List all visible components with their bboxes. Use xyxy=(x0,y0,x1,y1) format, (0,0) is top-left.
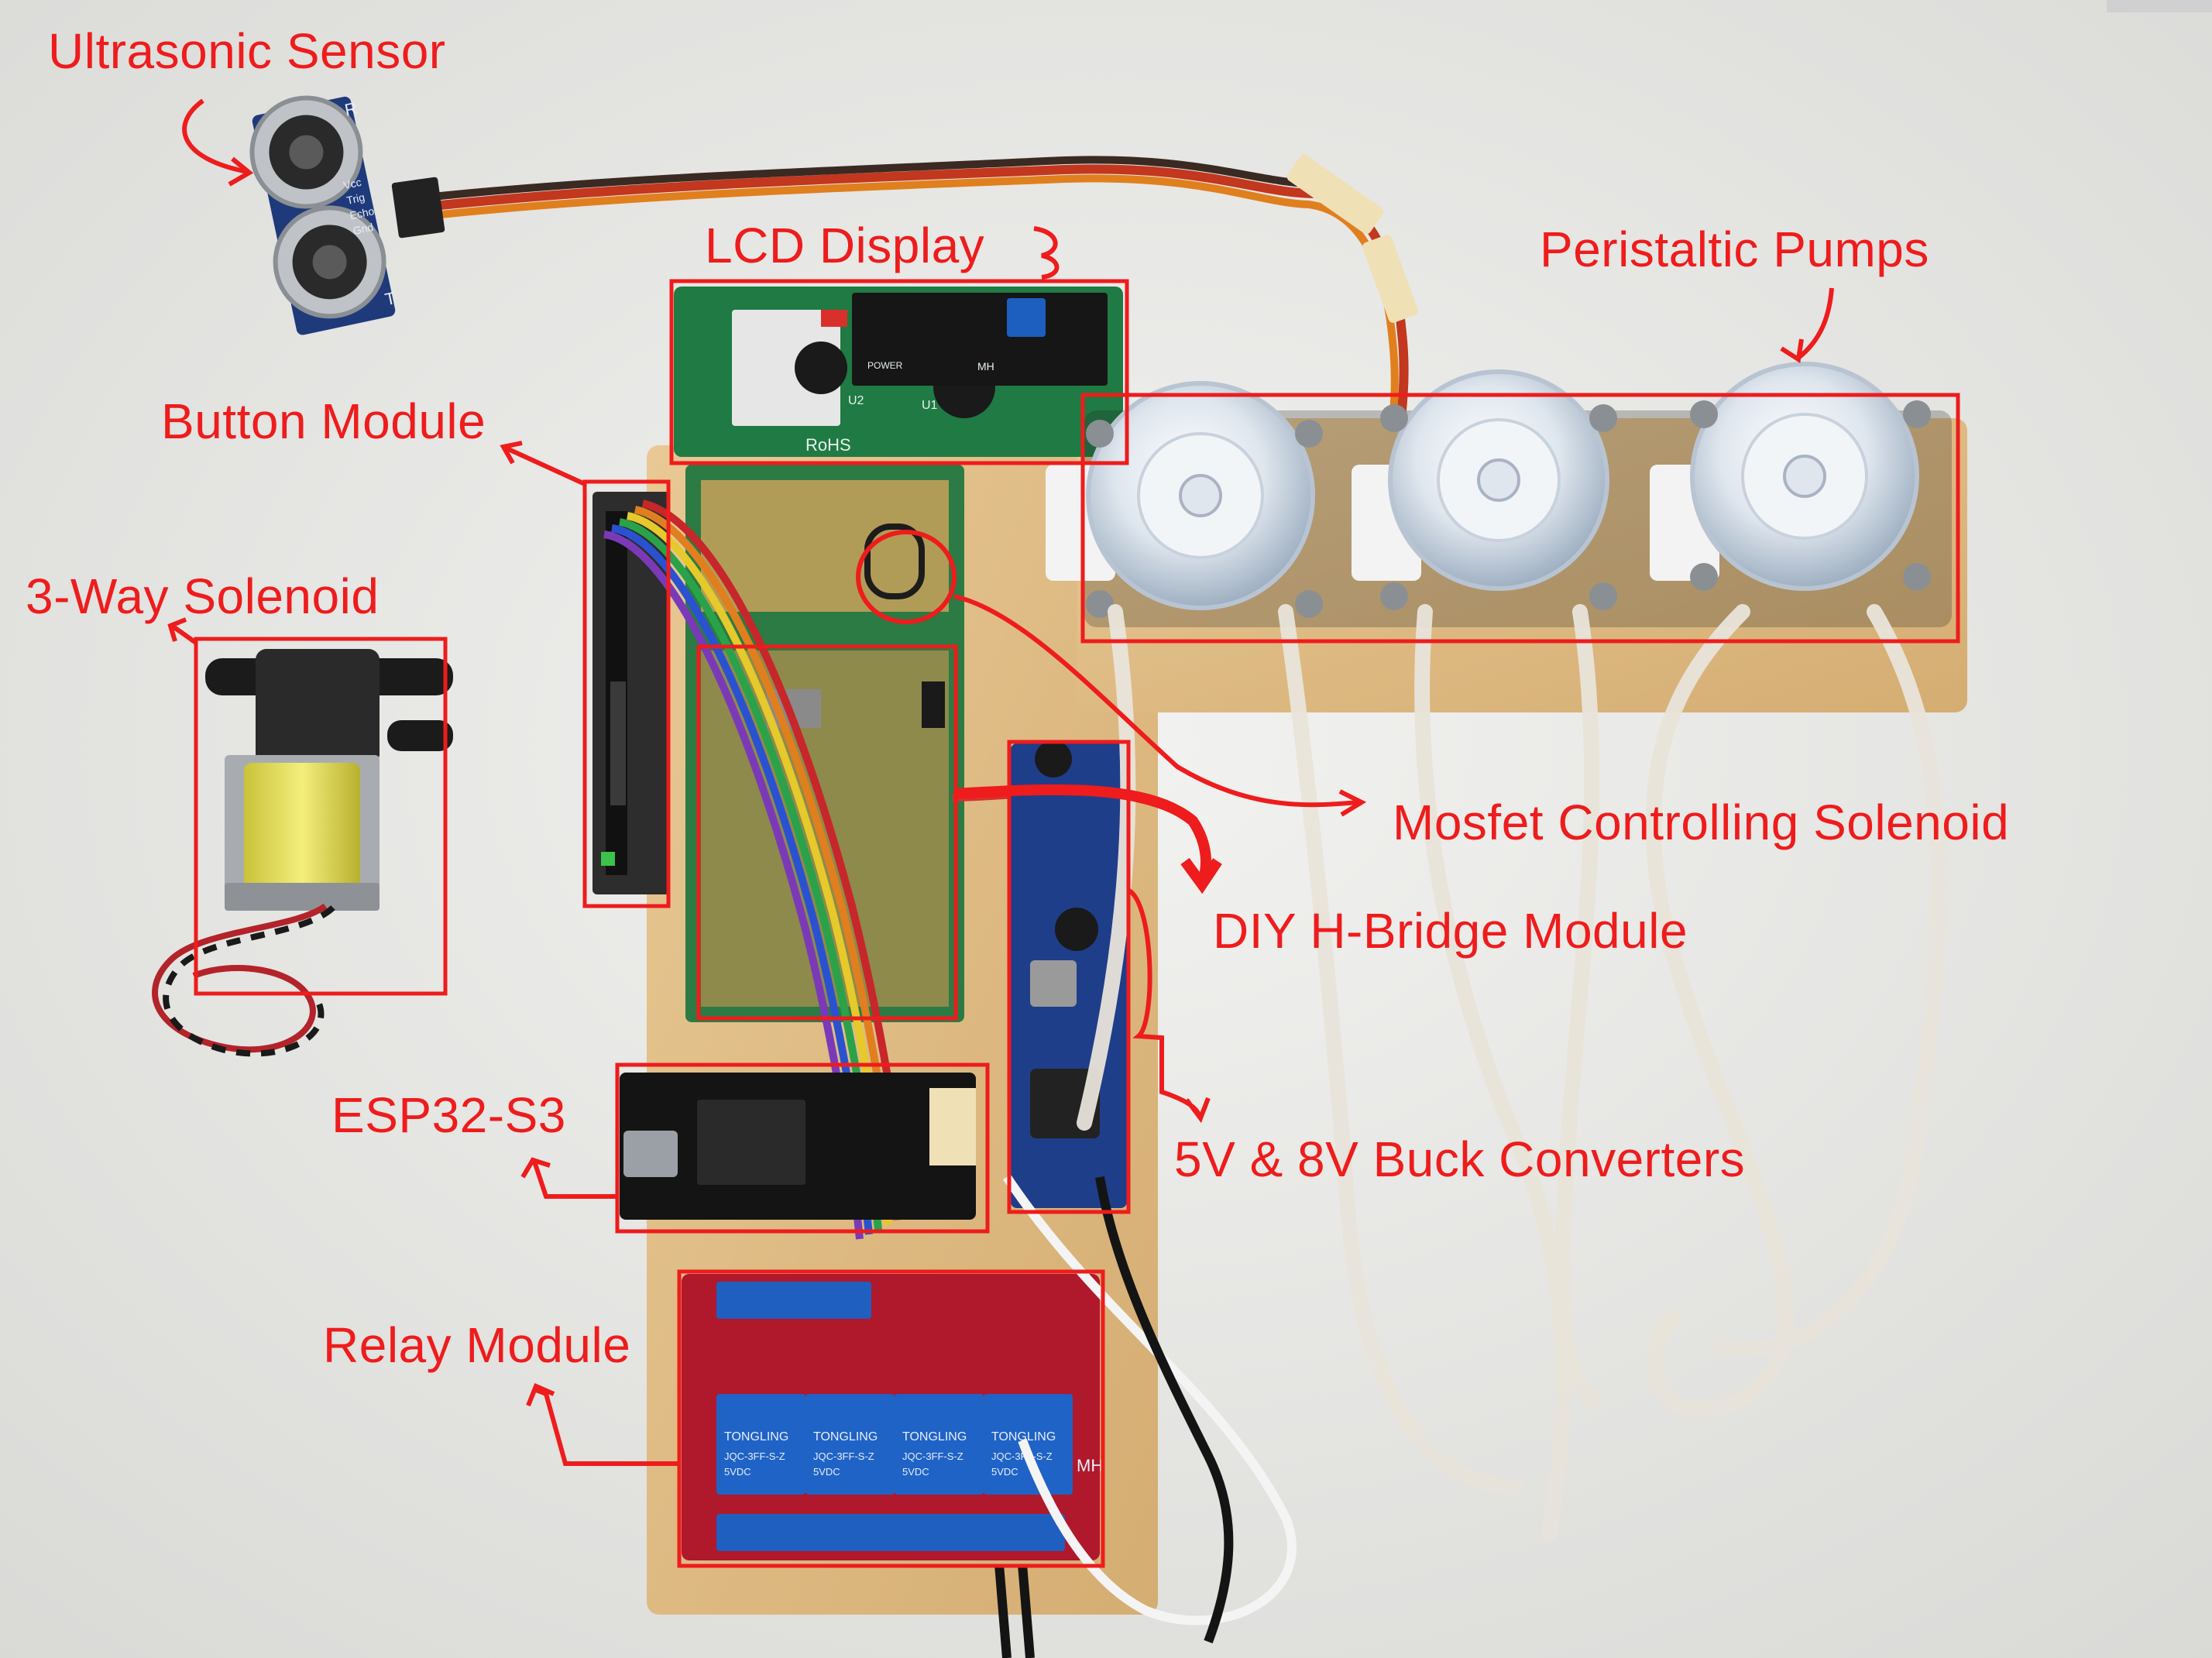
solenoid-highlight-box xyxy=(194,637,448,996)
pumps-arrow xyxy=(1780,287,1834,363)
relay-arrow xyxy=(526,1383,679,1466)
relay-brand-1: TONGLING xyxy=(724,1430,788,1443)
relay-voltage-2: 5VDC xyxy=(813,1466,840,1478)
lcd-u1-mark: U1 xyxy=(922,399,938,412)
label-button-module: Button Module xyxy=(161,393,486,449)
esp32-highlight-box xyxy=(615,1062,990,1234)
i2c-power-mark: POWER xyxy=(867,360,903,371)
pump-1 xyxy=(1046,381,1323,618)
mosfet-arrow xyxy=(953,594,1367,817)
relay-module-board: TONGLING JQC-3FF-S-Z 5VDC TONGLING JQC-3… xyxy=(682,1274,1103,1560)
pump-3 xyxy=(1650,362,1931,591)
hbridge-arrow xyxy=(953,784,1222,894)
lcd-highlight-box xyxy=(669,279,1129,465)
relay-highlight-box xyxy=(677,1269,1105,1568)
pump-2 xyxy=(1352,369,1617,610)
relay-model-1: JQC-3FF-S-Z xyxy=(724,1450,785,1462)
label-esp32-s3: ESP32-S3 xyxy=(331,1087,566,1143)
label-peristaltic-pumps: Peristaltic Pumps xyxy=(1540,221,1929,277)
lcd-rohs-mark: RoHS xyxy=(805,435,851,455)
sensor-trig-mark: Trig xyxy=(345,191,366,207)
pumps-highlight-box xyxy=(1080,393,1960,644)
pump-assembly xyxy=(1046,362,1952,627)
button-highlight-box xyxy=(582,479,671,908)
mosfet-highlight-circle xyxy=(856,530,957,624)
esp32-arrow xyxy=(520,1157,616,1199)
button-module-board xyxy=(592,492,670,894)
ultrasonic-sensor: R T Vcc Trig Echo Gnd xyxy=(249,95,1418,536)
label-buck-converters: 5V & 8V Buck Converters xyxy=(1174,1131,1746,1187)
relay-model-3: JQC-3FF-S-Z xyxy=(902,1450,963,1462)
buck-bracket-arrow xyxy=(1128,888,1211,1124)
label-three-way-solenoid: 3-Way Solenoid xyxy=(26,568,380,624)
loose-wires xyxy=(994,1174,1297,1658)
hbridge-highlight-box xyxy=(696,644,958,1021)
label-relay-module: Relay Module xyxy=(323,1317,631,1373)
label-mosfet-solenoid: Mosfet Controlling Solenoid xyxy=(1393,795,2010,850)
relay-board-mark: MH xyxy=(1077,1456,1103,1475)
lcd-display-board: RoHS U2 U1 POWER MH xyxy=(674,287,1123,457)
relay-model-4: JQC-3FF-S-Z xyxy=(991,1450,1053,1462)
relay-brand-2: TONGLING xyxy=(813,1430,878,1443)
button-arrow xyxy=(500,441,586,486)
relay-voltage-3: 5VDC xyxy=(902,1466,929,1478)
solenoid-valve xyxy=(152,649,453,1057)
label-ultrasonic-sensor: Ultrasonic Sensor xyxy=(48,23,446,79)
relay-voltage-4: 5VDC xyxy=(991,1466,1018,1478)
relay-brand-3: TONGLING xyxy=(902,1430,967,1443)
label-lcd-display: LCD Display xyxy=(705,218,985,273)
buck-highlight-box xyxy=(1007,740,1131,1214)
lcd-u2-mark: U2 xyxy=(848,394,864,407)
relay-voltage-1: 5VDC xyxy=(724,1466,751,1478)
ultrasonic-arrow xyxy=(182,98,254,187)
annotation-overlay xyxy=(167,98,1960,1568)
relay-brand-4: TONGLING xyxy=(991,1430,1056,1443)
label-diy-h-bridge: DIY H-Bridge Module xyxy=(1213,903,1688,959)
lcd-arrow xyxy=(1033,226,1060,280)
solenoid-arrow xyxy=(167,617,198,645)
sensor-vcc-mark: Vcc xyxy=(342,176,362,192)
sensor-r-mark: R xyxy=(343,98,359,120)
esp32-board xyxy=(620,1073,976,1220)
corner-object xyxy=(2107,0,2212,12)
relay-model-2: JQC-3FF-S-Z xyxy=(813,1450,874,1462)
sensor-echo-mark: Echo xyxy=(349,204,376,221)
i2c-mh-mark: MH xyxy=(977,360,994,372)
sensor-gnd-mark: Gnd xyxy=(352,221,374,237)
silicone-tubes xyxy=(1077,604,1946,1541)
sensor-t-mark: T xyxy=(383,288,397,309)
